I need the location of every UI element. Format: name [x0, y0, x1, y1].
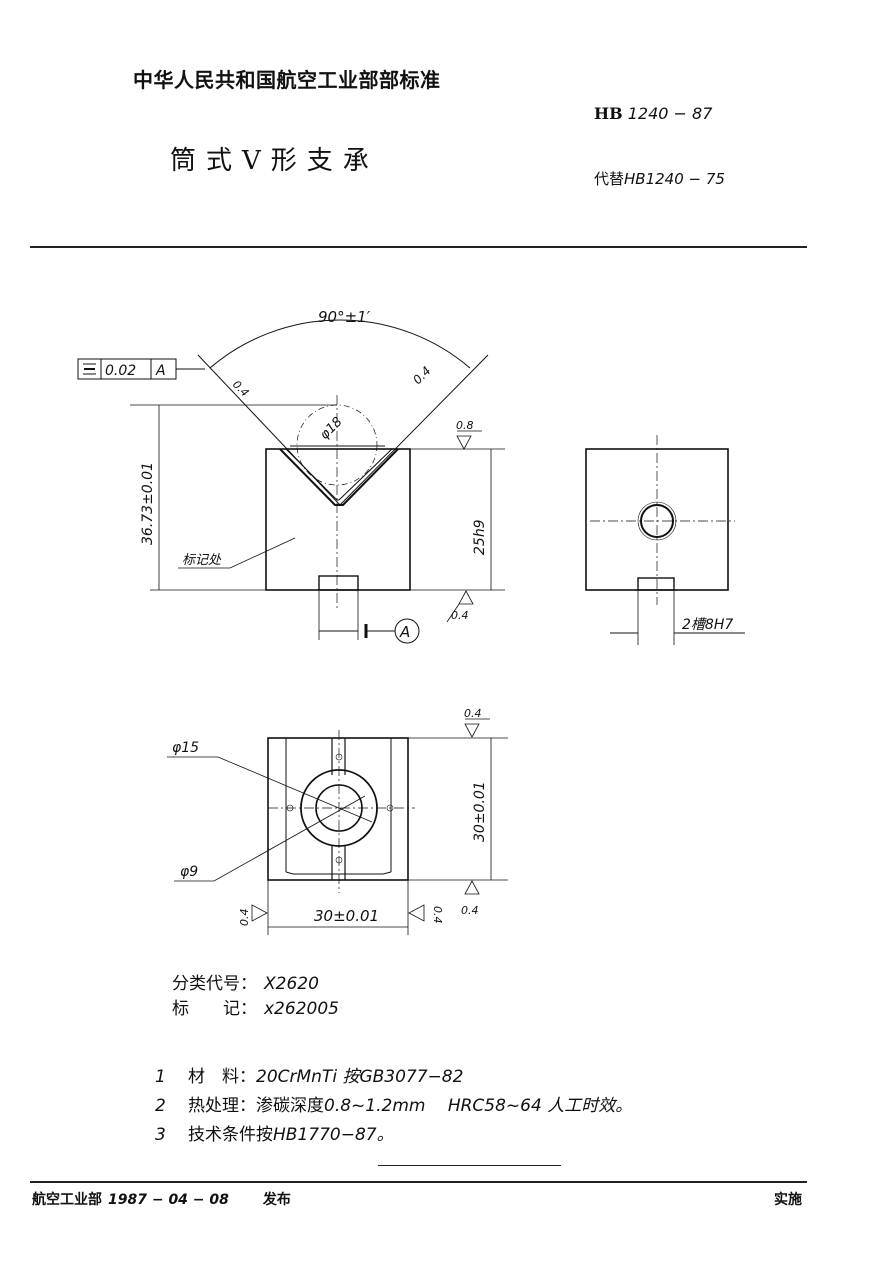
body-height-dimension: 25h9 — [472, 519, 488, 555]
svg-text:0.4: 0.4 — [451, 609, 469, 622]
end-rule — [378, 1165, 561, 1166]
replaces-standard: 代替HB1240 − 75 — [594, 168, 725, 189]
replaces-number: HB1240 − 75 — [624, 170, 725, 188]
side-view: 2槽8H7 — [585, 435, 745, 645]
standard-code: 1240 − 87 — [627, 104, 713, 123]
svg-text:0.4: 0.4 — [230, 378, 252, 400]
symmetry-icon — [83, 363, 96, 375]
footer-date: 1987 − 04 − 08 — [108, 1192, 229, 1208]
top-view-width-dimension: 30±0.01 — [314, 907, 379, 925]
classification-code-row: 分类代号： X2620 — [172, 972, 339, 997]
top-view: φ15 φ9 30±0.01 30±0.01 0.4 0.4 0.4 0.4 — [167, 707, 508, 935]
svg-text:A: A — [155, 363, 166, 379]
engineering-drawing: 90°±1′ 0.02 A 0.4 0.4 φ18 — [77, 308, 745, 935]
svg-text:0.02: 0.02 — [105, 363, 136, 379]
document-title: 筒式V形支承 — [170, 146, 379, 176]
tolerance-frame: 0.02 A — [77, 358, 205, 380]
svg-text:0.4: 0.4 — [431, 906, 444, 924]
height-dimension: 36.73±0.01 — [140, 462, 156, 545]
top-view-height-dimension: 30±0.01 — [472, 781, 488, 842]
svg-text:φ18: φ18 — [317, 414, 345, 442]
outer-diameter-label: φ15 — [172, 740, 199, 756]
svg-text:0.4: 0.4 — [461, 904, 479, 917]
footer-issuer: 航空工业部 — [32, 1192, 102, 1208]
footer-published: 发布 — [262, 1192, 291, 1208]
front-view: 90°±1′ 0.02 A 0.4 0.4 φ18 — [77, 308, 505, 644]
marking-label-text: 标 记： — [172, 999, 257, 1019]
classification-block: 分类代号： X2620 标 记： x262005 — [172, 972, 339, 1022]
slot-label: 2槽8H7 — [682, 617, 733, 633]
svg-text:0.4: 0.4 — [238, 909, 251, 927]
marking-label: 标记处 — [182, 553, 222, 568]
marking-row: 标 记： x262005 — [172, 997, 339, 1022]
svg-text:0.4: 0.4 — [410, 364, 433, 387]
datum-a-label: A — [399, 623, 410, 641]
footer-divider — [30, 1181, 807, 1183]
standard-prefix: HB — [594, 104, 623, 123]
marking-value: x262005 — [264, 999, 339, 1019]
inner-diameter-label: φ9 — [180, 864, 198, 880]
standard-number: HB 1240 − 87 — [594, 104, 712, 123]
angle-dimension: 90°±1′ — [318, 308, 371, 326]
header-divider — [30, 246, 807, 248]
issuing-organization: 中华人民共和国航空工业部部标准 — [133, 68, 441, 92]
footer-issue: 航空工业部 1987 − 04 − 08 发布 — [32, 1189, 291, 1209]
classification-code-label: 分类代号： — [172, 974, 257, 994]
replaces-label: 代替 — [594, 170, 625, 188]
svg-text:0.8: 0.8 — [456, 419, 474, 432]
footer-implemented: 实施 — [774, 1192, 802, 1208]
classification-code-value: X2620 — [264, 974, 319, 994]
svg-text:0.4: 0.4 — [464, 707, 482, 720]
